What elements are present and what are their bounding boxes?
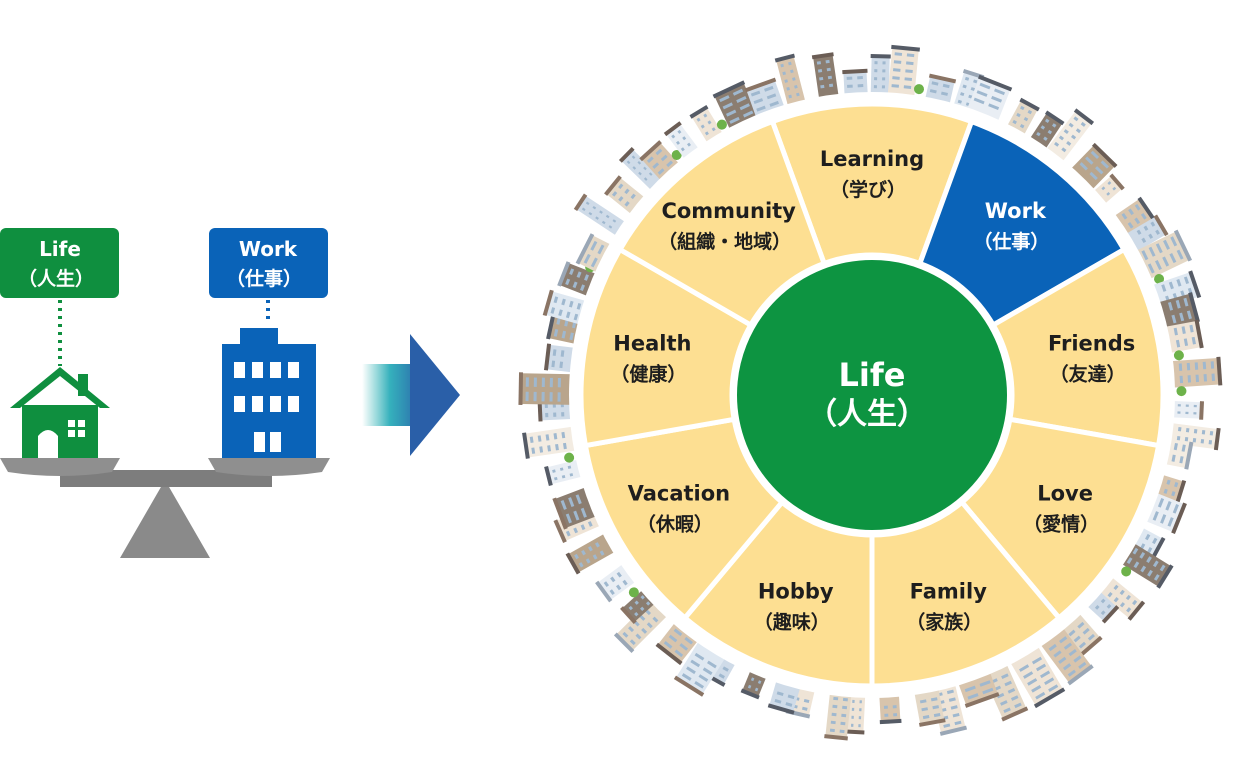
wheel-segment-shape	[917, 119, 1127, 328]
wheel-center-title: Life	[839, 356, 906, 394]
wheel-segment-shape	[582, 416, 785, 621]
town-building	[544, 452, 585, 486]
wheel-segment-subtitle: （友達）	[1050, 362, 1126, 385]
wheel-segment-shape	[959, 416, 1162, 621]
town-building	[879, 692, 902, 725]
town-building	[565, 532, 617, 575]
wheel-segment-title: Love	[1037, 482, 1093, 506]
wheel-segment-title: Learning	[820, 147, 924, 171]
scale-pan-left	[0, 458, 120, 476]
wheel-segment-health: Health （健康）	[578, 247, 754, 449]
town-building	[845, 693, 866, 735]
life-tag-title: Life	[39, 237, 81, 261]
wheel-segment-title: Community	[661, 199, 796, 223]
town-building	[542, 289, 588, 325]
wheel-segment-subtitle: （趣味）	[754, 611, 830, 634]
town-building	[575, 233, 613, 274]
town-building	[1134, 229, 1193, 284]
work-tag-subtitle: （仕事）	[226, 267, 302, 290]
town-building	[1170, 400, 1205, 420]
town-building	[618, 146, 665, 192]
work-tag-title: Work	[239, 237, 298, 261]
wheel-segment-subtitle: （健康）	[610, 362, 686, 385]
town-building	[1045, 108, 1095, 164]
town-building	[1124, 214, 1169, 253]
life-tag: Life （人生）	[0, 228, 119, 298]
town-building	[842, 68, 868, 98]
transition-arrow-icon	[362, 334, 460, 456]
wheel-segment-work: Work （仕事）	[917, 119, 1127, 328]
wheel-segment-shape	[578, 247, 754, 449]
life-wheel: Learning（学び）Work（仕事）Friends（友達）Love（愛情）F…	[578, 101, 1166, 689]
wheel-center-subtitle: （人生）	[807, 397, 927, 432]
wheel-segment-subtitle: （休暇）	[637, 513, 713, 536]
wheel-segment-vacation: Vacation （休暇）	[582, 416, 785, 621]
work-tag: Work （仕事）	[209, 228, 328, 298]
life-tag-subtitle: （人生）	[18, 267, 94, 290]
wheel-segment-shape	[682, 499, 875, 689]
wheel-segment-title: Health	[613, 331, 691, 355]
balance-scale: Life （人生） Work （仕事）	[0, 228, 330, 558]
wheel-segment-shape	[869, 499, 1062, 689]
wheel-segment-subtitle: （仕事）	[973, 230, 1049, 253]
wheel-segment-title: Vacation	[628, 482, 731, 506]
town-building	[824, 691, 852, 741]
wheel-segment-subtitle: （学び）	[830, 178, 906, 201]
wheel-segment-title: Family	[910, 580, 988, 604]
town-building	[522, 426, 578, 459]
wheel-center: Life （人生）	[733, 256, 1011, 534]
town-building	[573, 193, 628, 237]
wheel-segment-shape	[617, 119, 827, 328]
scale-fulcrum	[120, 480, 210, 558]
town-building	[1163, 319, 1204, 361]
town-building	[1169, 356, 1223, 397]
town-ring-illustration	[518, 44, 1223, 741]
town-building	[1119, 542, 1174, 589]
town-building	[1039, 626, 1094, 686]
town-building	[613, 598, 669, 653]
wheel-segment-subtitle: （組織・地域）	[658, 230, 791, 253]
town-building	[914, 686, 946, 727]
town-building	[543, 343, 577, 373]
town-building	[774, 53, 806, 108]
scale-beam	[60, 470, 272, 487]
wheel-segment-community: Community （組織・地域）	[617, 119, 827, 328]
wheel-segment-shape	[769, 101, 975, 266]
house-icon	[10, 367, 110, 458]
wheel-segment-shape	[990, 247, 1166, 449]
town-building	[1009, 644, 1066, 709]
wheel-segment-friends: Friends （友達）	[990, 247, 1166, 449]
wheel-segment-title: Work	[985, 199, 1047, 223]
town-building	[887, 44, 925, 99]
wheel-segment-subtitle: （家族）	[906, 611, 982, 634]
scale-pan-right	[208, 458, 330, 476]
town-building	[518, 372, 574, 405]
town-building	[870, 54, 891, 97]
town-building	[689, 104, 727, 145]
town-building	[811, 52, 839, 101]
wheel-segment-love: Love （愛情）	[959, 416, 1162, 621]
wheel-segment-hobby: Hobby （趣味）	[682, 499, 875, 689]
wheel-segment-subtitle: （愛情）	[1023, 513, 1099, 536]
wheel-segment-title: Hobby	[758, 580, 834, 604]
wheel-segment-family: Family （家族）	[869, 499, 1062, 689]
wheel-segment-title: Friends	[1048, 331, 1135, 355]
wheel-segment-learning: Learning （学び）	[769, 101, 975, 266]
office-building-icon	[222, 328, 316, 458]
